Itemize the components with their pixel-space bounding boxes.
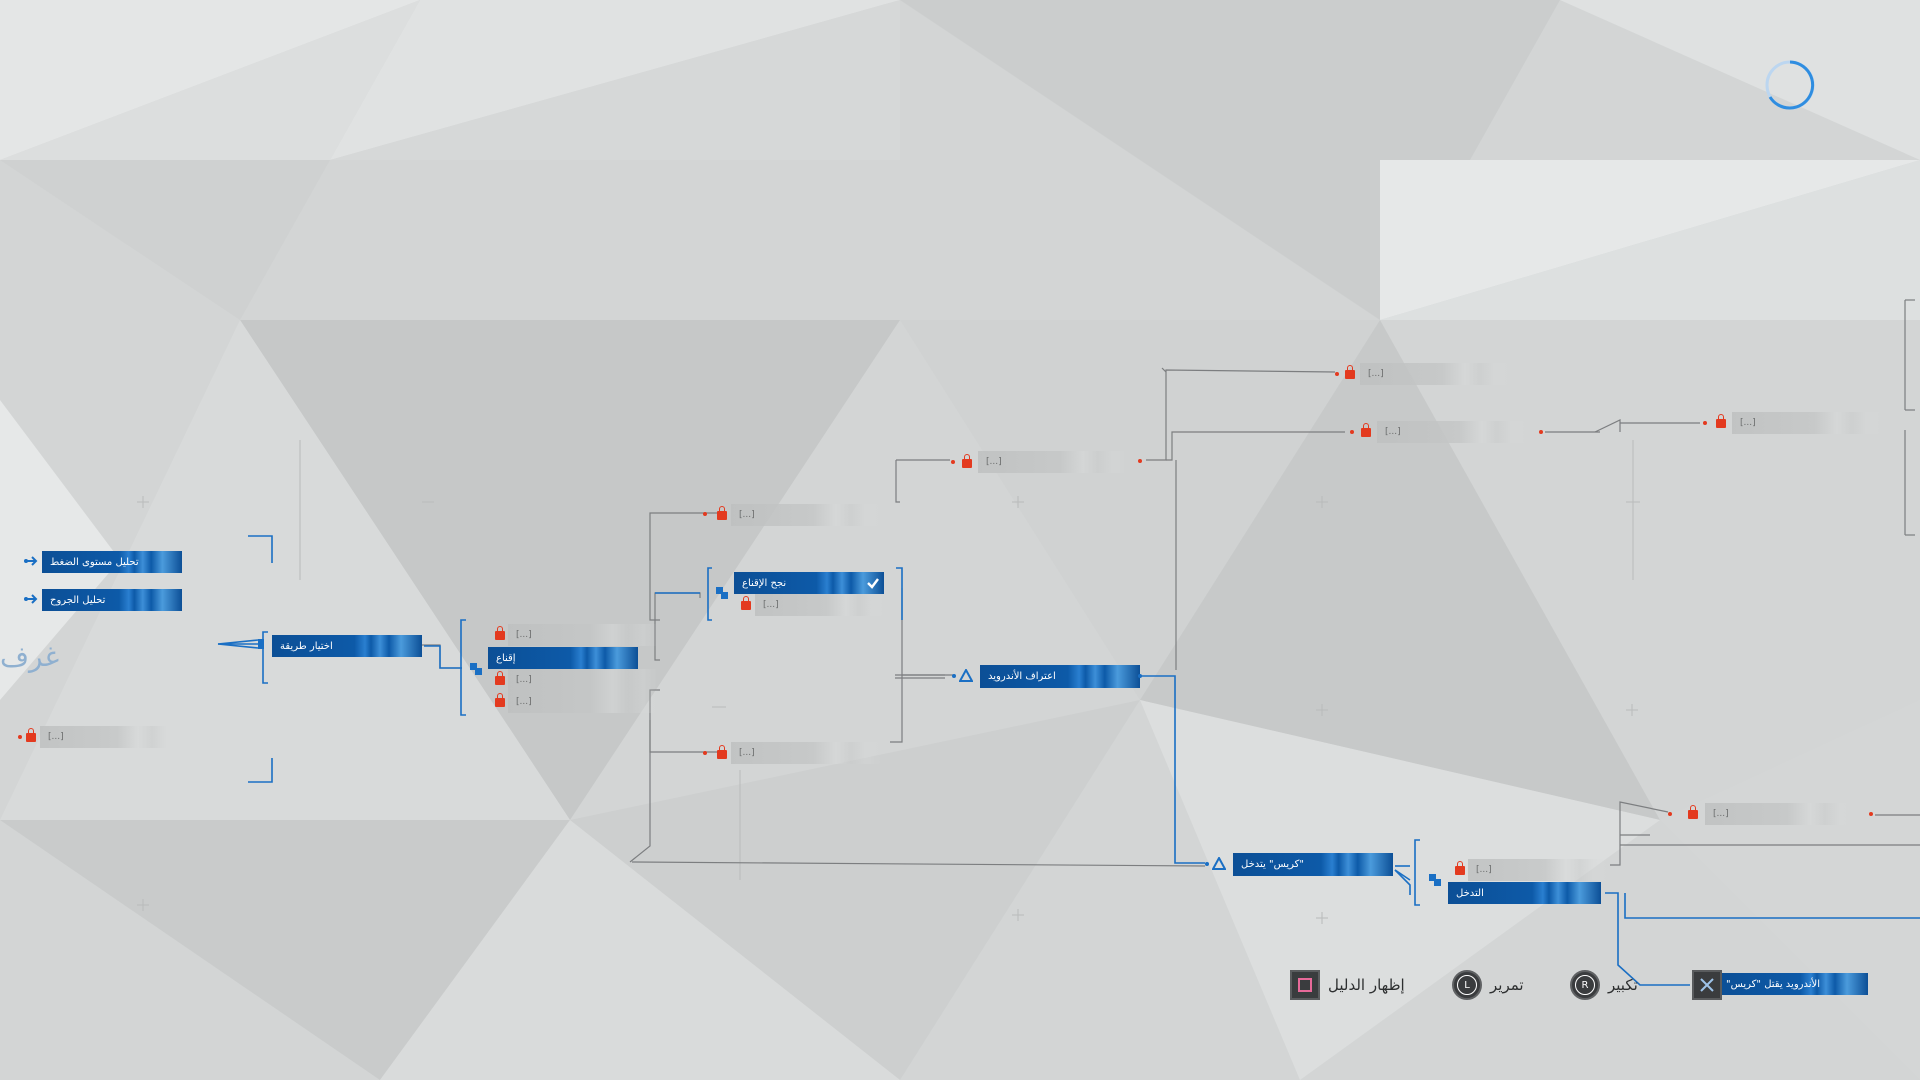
node-locked: [...] (40, 726, 180, 748)
node-locked: [...] (731, 742, 881, 764)
branch-icon (1429, 874, 1441, 886)
cross-button-icon[interactable] (1692, 970, 1722, 1000)
node-locked: [...] (1705, 803, 1855, 825)
loading-ring-icon (1765, 60, 1815, 110)
left-stick-icon: L (1452, 970, 1482, 1000)
lock-icon (495, 671, 505, 685)
node-locked: [...] (978, 451, 1128, 473)
lock-icon (1455, 861, 1465, 875)
zoom-control[interactable]: R تكبير (1570, 970, 1638, 1000)
lock-icon (741, 596, 751, 610)
lock-icon (1688, 805, 1698, 819)
right-stick-icon: R (1570, 970, 1600, 1000)
show-guide-label: إظهار الدليل (1328, 976, 1405, 994)
lock-icon (1345, 365, 1355, 379)
node-locked: [...] (1732, 412, 1882, 434)
node-locked: [...] (508, 669, 658, 691)
node-intervention[interactable]: التدخل (1448, 882, 1601, 904)
arrow-right-icon (27, 594, 38, 604)
lock-icon (717, 745, 727, 759)
node-locked: [...] (508, 691, 658, 713)
lock-icon (495, 693, 505, 707)
node-android-confession[interactable]: اعتراف الأندرويد (980, 665, 1140, 688)
branch-icon (258, 639, 264, 649)
node-locked: [...] (1377, 421, 1527, 443)
lock-icon (26, 728, 36, 742)
node-persuasion-success[interactable]: نجح الإقناع (734, 572, 884, 594)
show-guide-control[interactable]: إظهار الدليل (1290, 970, 1405, 1000)
node-stress-analysis[interactable]: تحليل مستوى الضغط (42, 551, 182, 573)
triangle-icon (1212, 857, 1226, 870)
zoom-label: تكبير (1608, 976, 1638, 994)
lock-icon (962, 454, 972, 468)
lock-icon (1716, 414, 1726, 428)
branch-icon (470, 663, 482, 675)
branch-icon (716, 587, 728, 599)
node-persuade[interactable]: إقناع (488, 647, 638, 669)
offscreen-branch-label: غرف (0, 640, 60, 673)
square-button-icon (1290, 970, 1320, 1000)
node-locked: [...] (755, 594, 885, 616)
lock-icon (495, 626, 505, 640)
lock-icon (717, 506, 727, 520)
arrow-right-icon (27, 556, 38, 566)
scroll-label: تمرير (1490, 976, 1524, 994)
node-wound-analysis[interactable]: تحليل الجروح (42, 589, 182, 611)
node-locked: [...] (1360, 363, 1510, 385)
scroll-control[interactable]: L تمرير (1452, 970, 1524, 1000)
checkmark-icon (867, 578, 879, 589)
node-chris-intervenes[interactable]: "كريس" يتدخل (1233, 853, 1393, 876)
node-choose-method[interactable]: اختيار طريقة (272, 635, 422, 657)
triangle-icon (959, 669, 973, 682)
node-locked: [...] (731, 504, 881, 526)
node-locked: [...] (508, 624, 658, 646)
lock-icon (1361, 423, 1371, 437)
node-android-kills-chris[interactable]: الأندرويد يقتل "كريس" (1718, 973, 1868, 995)
node-locked: [...] (1468, 859, 1608, 881)
